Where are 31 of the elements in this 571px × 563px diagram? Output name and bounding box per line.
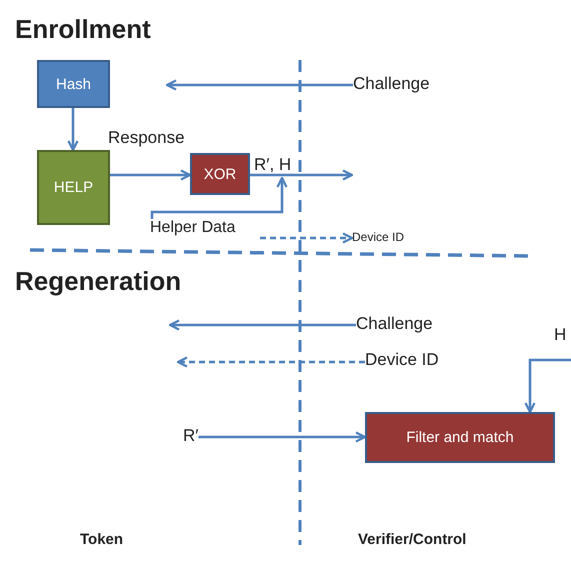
box-label: Hash	[56, 76, 92, 92]
box-label: XOR	[204, 166, 236, 182]
flow-label: Challenge	[353, 74, 430, 94]
process-box	[190, 153, 250, 195]
arrow	[166, 79, 353, 91]
flow-label: Device ID	[365, 350, 439, 370]
flow-label: R′	[183, 426, 198, 446]
box-label: HELP	[54, 179, 94, 196]
arrow	[67, 108, 79, 152]
arrow	[198, 431, 366, 443]
column-label: Verifier/Control	[358, 531, 466, 548]
box-label: Filter and match	[406, 429, 514, 446]
edge-label: R′, H	[254, 155, 292, 175]
process-box	[365, 412, 555, 463]
arrow	[168, 319, 356, 331]
flow-label: Helper Data	[150, 219, 236, 237]
arrow	[150, 176, 288, 219]
arrow	[176, 356, 365, 368]
process-box	[37, 150, 110, 225]
edge-label: Response	[108, 128, 185, 148]
column-label: Token	[80, 531, 124, 548]
arrow	[250, 169, 354, 181]
section-heading: Enrollment	[15, 14, 151, 45]
flow-label: Challenge	[356, 314, 433, 334]
arrow	[524, 358, 571, 414]
arrow	[260, 232, 354, 244]
edge-label: H	[554, 325, 566, 345]
section-heading: Regeneration	[15, 266, 182, 297]
flow-label: Device ID	[352, 230, 404, 244]
process-box	[37, 60, 110, 108]
arrow	[110, 169, 192, 181]
